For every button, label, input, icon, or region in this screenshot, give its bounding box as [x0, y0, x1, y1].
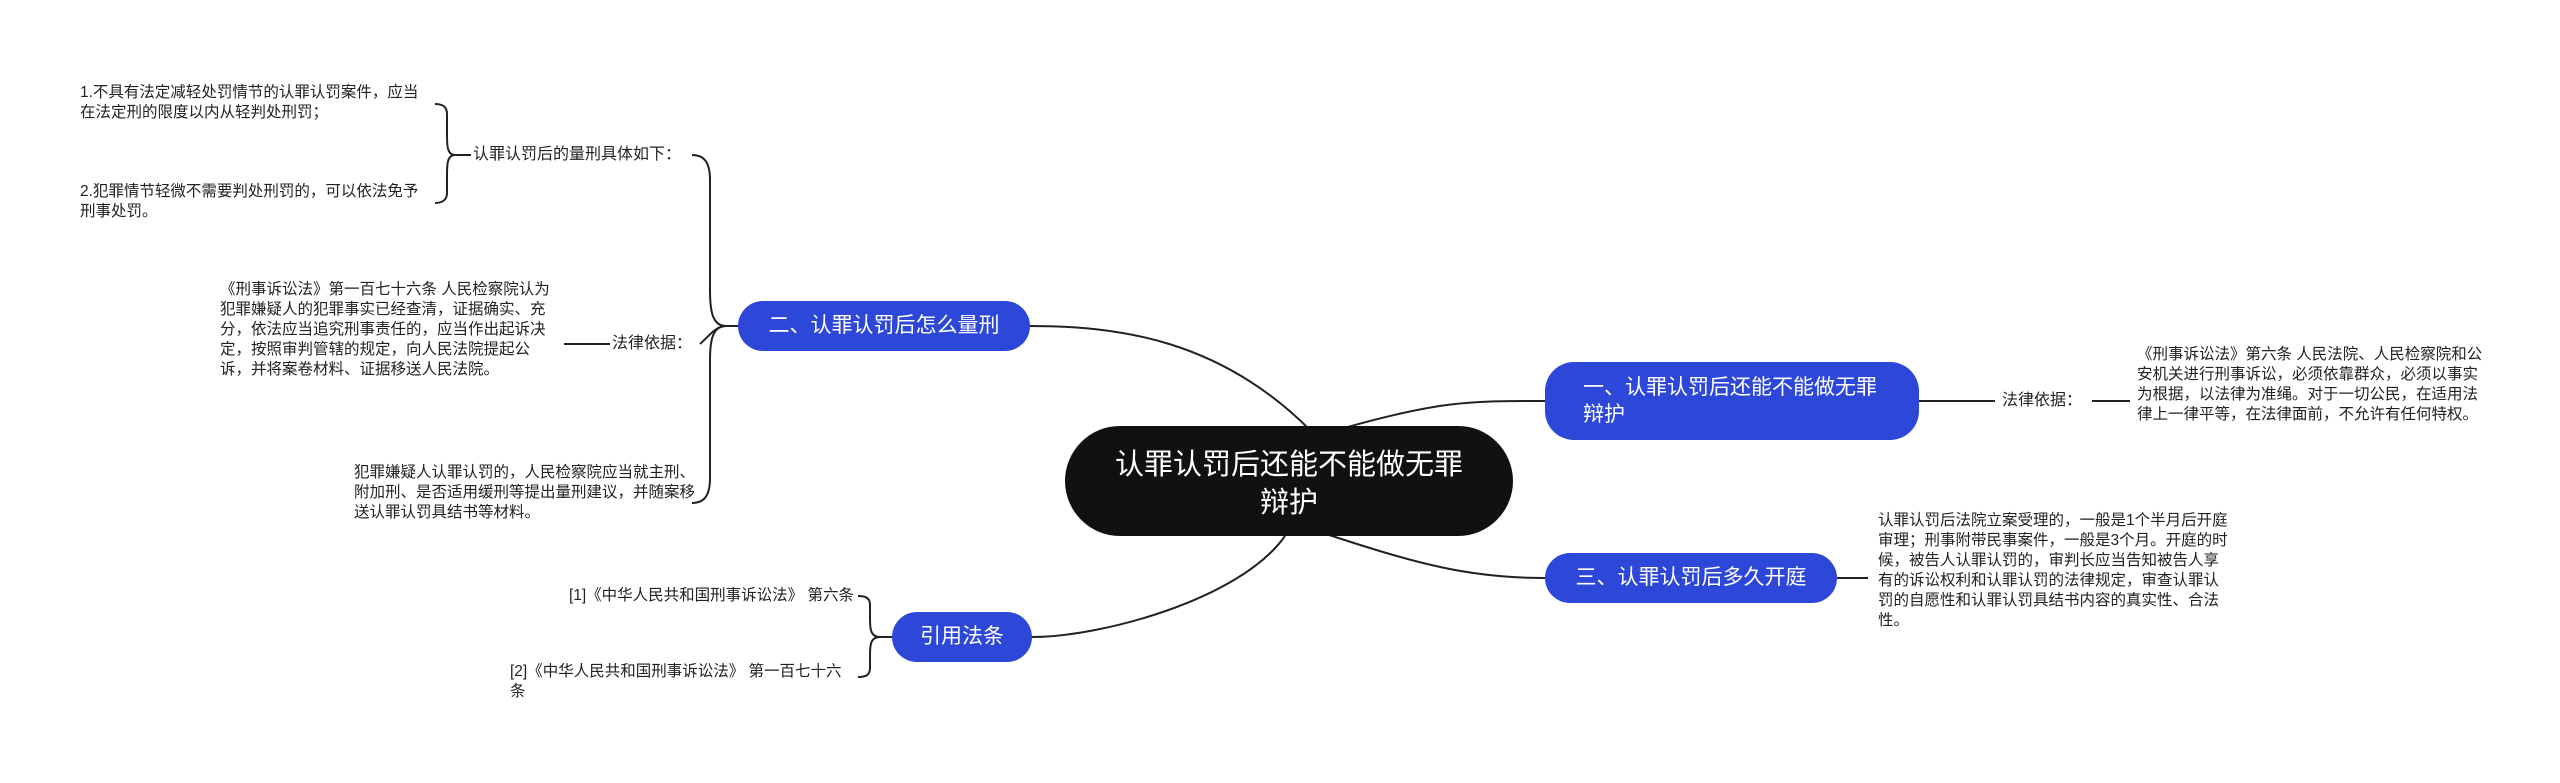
branch4-topic[interactable]: 引用法条 — [892, 612, 1032, 662]
connector-branch4-item1 — [857, 595, 881, 638]
citation-item-2[interactable]: [2]《中华人民共和国刑事诉讼法》 第一百七十六条 — [510, 663, 842, 700]
connector-branch2-sub3 — [691, 325, 727, 504]
branch2-sentencing-recommendation[interactable]: 犯罪嫌疑人认罪认罚的，人民检察院应当就主刑、附加刑、是否适用缓刑等提出量刑建议，… — [354, 464, 696, 521]
connector-root-branch2 — [1029, 325, 1311, 431]
connector-root-branch1 — [1329, 399, 1546, 433]
branch3-topic[interactable]: 三、认罪认罚后多久开庭 — [1545, 553, 1837, 603]
connector-root-branch4 — [1031, 535, 1286, 638]
connector-root-branch3 — [1319, 531, 1546, 579]
sentencing-item-1[interactable]: 1.不具有法定减轻处罚情节的认罪认罚案件，应当在法定刑的限度以内从轻判处刑罚； — [80, 84, 419, 121]
connector-branch4-item2 — [857, 636, 881, 678]
connector-sub1-item1 — [434, 103, 456, 156]
root-topic[interactable]: 认罪认罚后还能不能做无罪辩护 — [1065, 426, 1513, 536]
branch2-law-detail[interactable]: 《刑事诉讼法》第一百七十六条 人民检察院认为犯罪嫌疑人的犯罪事实已经查清，证据确… — [220, 281, 550, 378]
connector-sub1-item2 — [434, 154, 456, 204]
branch3-detail[interactable]: 认罪认罚后法院立案受理的，一般是1个半月后开庭审理；刑事附带民事案件，一般是3个… — [1878, 512, 2228, 629]
branch1-topic[interactable]: 一、认罪认罚后还能不能做无罪辩护 — [1545, 362, 1919, 440]
branch2-sentencing-label[interactable]: 认罪认罚后的量刑具体如下： — [473, 146, 682, 163]
sentencing-item-2[interactable]: 2.犯罪情节轻微不需要判处刑罚的，可以依法免予刑事处罚。 — [80, 183, 419, 220]
connector-branch2-sub1 — [691, 154, 727, 327]
branch2-law-label[interactable]: 法律依据： — [612, 335, 693, 352]
branch1-law-label[interactable]: 法律依据： — [2002, 392, 2083, 409]
branch2-topic[interactable]: 二、认罪认罚后怎么量刑 — [738, 301, 1030, 351]
citation-item-1[interactable]: [1]《中华人民共和国刑事诉讼法》 第六条 — [568, 587, 854, 604]
branch1-law-detail[interactable]: 《刑事诉讼法》第六条 人民法院、人民检察院和公安机关进行刑事诉讼，必须依靠群众，… — [2137, 346, 2483, 423]
